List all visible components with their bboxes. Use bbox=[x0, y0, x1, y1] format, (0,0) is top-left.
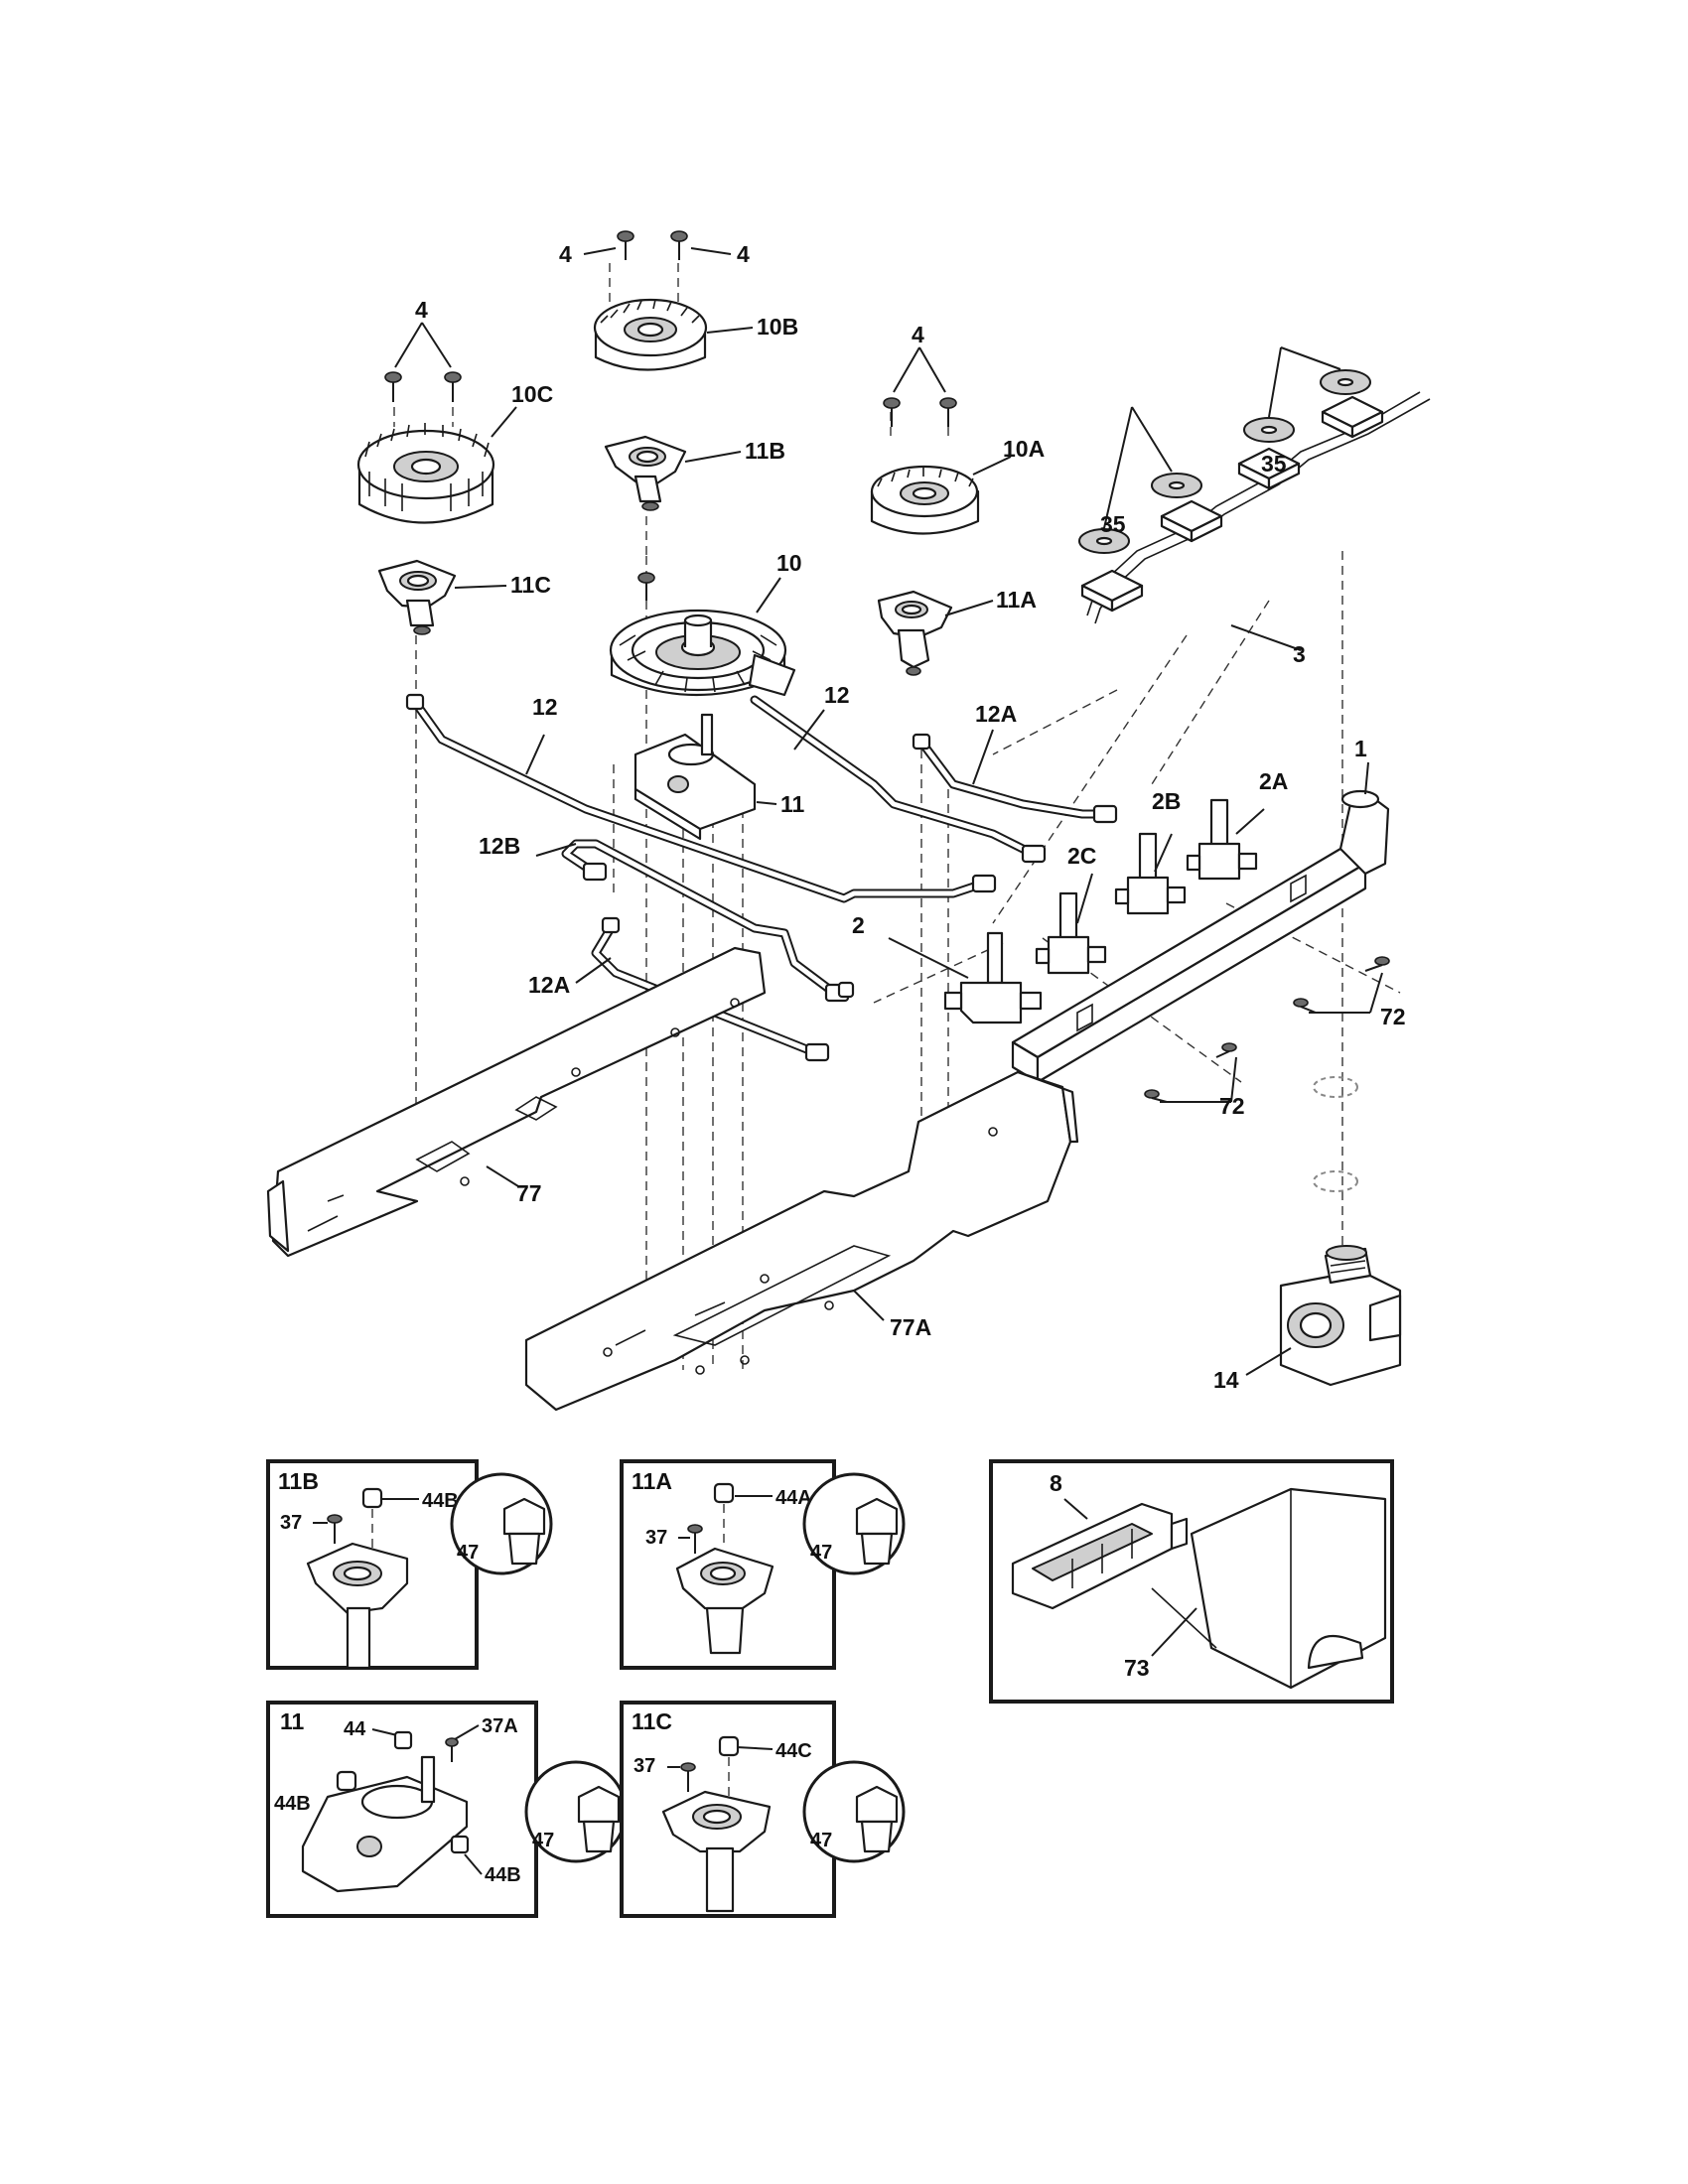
label-44c: 44C bbox=[775, 1740, 812, 1762]
supply-tubes bbox=[405, 693, 1118, 1062]
label-44: 44 bbox=[344, 1718, 366, 1740]
label-10c: 10C bbox=[511, 381, 553, 407]
screw-4-10c-left bbox=[384, 371, 402, 402]
label-10a: 10A bbox=[1003, 436, 1045, 462]
burner-bracket-77a bbox=[524, 1070, 1079, 1412]
inset-11: 11 44 37A 44B 44B 47 bbox=[266, 1701, 628, 1918]
label-44b: 44B bbox=[274, 1793, 311, 1815]
burner-cap-10c bbox=[356, 423, 495, 524]
pressure-regulator-14 bbox=[1279, 1245, 1402, 1387]
label-4: 4 bbox=[559, 241, 572, 267]
valve-2 bbox=[943, 931, 1043, 1024]
burner-head-11c bbox=[377, 559, 457, 635]
grommet-35 bbox=[1078, 528, 1130, 554]
grommet-35 bbox=[1243, 417, 1295, 443]
label-44b: 44B bbox=[422, 1490, 459, 1512]
label-4: 4 bbox=[415, 297, 428, 323]
inset-title: 11A bbox=[632, 1468, 672, 1494]
label-35: 35 bbox=[1100, 511, 1126, 537]
label-12a: 12A bbox=[975, 701, 1017, 727]
gaskets bbox=[1313, 1076, 1358, 1192]
label-2b: 2B bbox=[1152, 788, 1181, 814]
label-47: 47 bbox=[810, 1542, 832, 1564]
label-73: 73 bbox=[1124, 1655, 1150, 1681]
label-8: 8 bbox=[1050, 1470, 1062, 1496]
burner-head-11b bbox=[604, 435, 687, 511]
manifold-pipe-1 bbox=[1011, 789, 1390, 1084]
label-77: 77 bbox=[516, 1180, 542, 1206]
screw-4-group bbox=[384, 230, 957, 427]
label-37: 37 bbox=[280, 1512, 302, 1534]
label-47: 47 bbox=[810, 1830, 832, 1851]
label-2c: 2C bbox=[1067, 843, 1096, 869]
label-37a: 37A bbox=[482, 1715, 518, 1737]
label-1: 1 bbox=[1354, 736, 1367, 761]
electrode-block bbox=[1321, 395, 1384, 439]
label-4: 4 bbox=[912, 322, 924, 347]
inset-11c: 11C 37 44C 47 bbox=[620, 1701, 906, 1918]
burner-cap-10a bbox=[870, 465, 980, 535]
label-10b: 10B bbox=[757, 314, 798, 340]
inset-ignitor-module: 8 73 bbox=[989, 1459, 1394, 1704]
leaders-4 bbox=[394, 247, 946, 393]
valve-2a bbox=[1186, 798, 1258, 881]
screw-4-10b-right bbox=[670, 230, 688, 260]
grommet-35 bbox=[1151, 473, 1202, 498]
screw-4-10c-right bbox=[444, 371, 462, 402]
burner-bracket-11 bbox=[633, 713, 757, 841]
inset-11a: 11A 37 44A 47 bbox=[620, 1459, 906, 1670]
inset-11b: 11B 37 44B 47 bbox=[266, 1459, 553, 1670]
callout-labels: 4 4 4 4 10B 10C 11B 10A 35 35 11C 10 11A… bbox=[415, 241, 1406, 1393]
label-11: 11 bbox=[780, 791, 805, 817]
screw-4-10a-left bbox=[883, 397, 901, 427]
electrode-block bbox=[1080, 569, 1144, 613]
label-47: 47 bbox=[532, 1830, 554, 1851]
label-44a: 44A bbox=[775, 1487, 812, 1509]
label-12a: 12A bbox=[528, 972, 570, 998]
leaders-tubes bbox=[525, 709, 994, 984]
label-2a: 2A bbox=[1259, 768, 1288, 794]
label-11a: 11A bbox=[996, 587, 1037, 613]
valve-2b bbox=[1114, 832, 1187, 915]
screw-4-10b-left bbox=[617, 230, 634, 260]
electrode-block bbox=[1237, 447, 1301, 490]
label-72: 72 bbox=[1219, 1093, 1245, 1119]
label-72: 72 bbox=[1380, 1004, 1406, 1029]
label-3: 3 bbox=[1293, 641, 1306, 667]
label-44b: 44B bbox=[485, 1864, 521, 1886]
label-2: 2 bbox=[852, 912, 865, 938]
inset-title: 11B bbox=[278, 1468, 319, 1494]
label-35: 35 bbox=[1261, 451, 1287, 477]
label-77a: 77A bbox=[890, 1314, 931, 1340]
burner-base-10 bbox=[609, 572, 796, 697]
leaders-72 bbox=[1160, 972, 1383, 1103]
leaders-35-3 bbox=[1103, 346, 1341, 651]
valve-2c bbox=[1035, 891, 1107, 975]
burner-cap-10b bbox=[593, 298, 708, 371]
label-37: 37 bbox=[645, 1527, 667, 1549]
grommet-35 bbox=[1320, 369, 1371, 395]
label-47: 47 bbox=[457, 1542, 479, 1564]
label-14: 14 bbox=[1213, 1367, 1239, 1393]
burner-head-11a bbox=[877, 590, 953, 676]
electrode-block bbox=[1160, 499, 1223, 543]
label-11c: 11C bbox=[510, 572, 551, 598]
label-12b: 12B bbox=[479, 833, 520, 859]
label-12: 12 bbox=[824, 682, 850, 708]
ignitor-harness-3 bbox=[1078, 369, 1431, 624]
label-10: 10 bbox=[776, 550, 802, 576]
label-12: 12 bbox=[532, 694, 558, 720]
label-4: 4 bbox=[737, 241, 750, 267]
inset-title: 11 bbox=[280, 1708, 305, 1734]
inset-title: 11C bbox=[632, 1708, 672, 1734]
label-11b: 11B bbox=[745, 438, 785, 464]
burner-bracket-77 bbox=[266, 946, 767, 1258]
label-37: 37 bbox=[633, 1755, 655, 1777]
screw-4-10a-right bbox=[939, 397, 957, 427]
